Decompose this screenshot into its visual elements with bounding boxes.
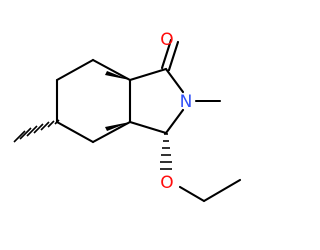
hash-bond-ethoxy [160, 133, 172, 170]
bond-c7a-c1 [128, 67, 168, 82]
bond-ring-bottom [91, 120, 132, 144]
bond-ring-top-left [55, 58, 95, 82]
bond-ring-lower-left [55, 120, 95, 144]
ether-oxygen-label: O [160, 173, 173, 193]
nitrogen-label: N [180, 92, 193, 112]
carbonyl-oxygen-label: O [160, 30, 173, 50]
bond-ch2-ch3 [202, 178, 242, 203]
bond-ring-top-right [91, 58, 132, 82]
hash-bond-methyl [13, 119, 60, 143]
bond-n-c3 [164, 108, 185, 135]
wedge-bond-c7a [105, 71, 130, 80]
bond-c1-n [164, 67, 185, 94]
bond-c3-c3a [128, 120, 168, 135]
molecule-structure: O N O [13, 30, 242, 203]
wedge-bond-c3a [105, 122, 130, 131]
bond-o-ch2 [178, 185, 206, 203]
bond-carbonyl-a [160, 38, 173, 70]
bond-carbonyl-b [167, 40, 180, 72]
